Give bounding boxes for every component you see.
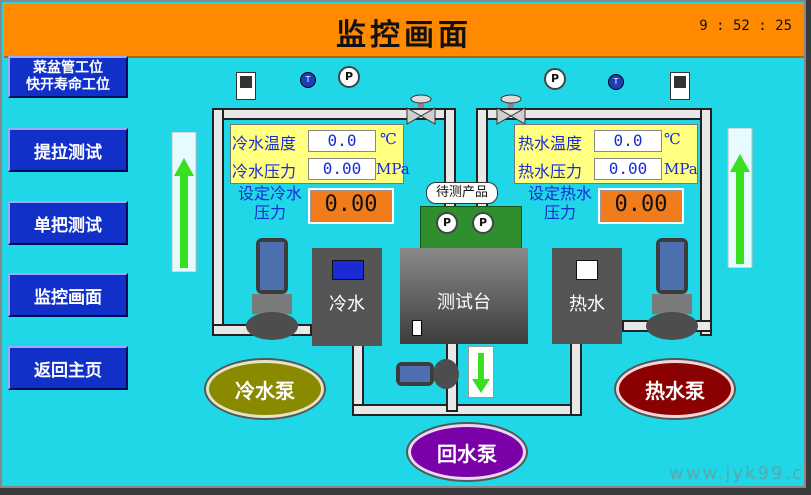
cold-set-pressure-label: 设定冷水 压力 bbox=[230, 184, 310, 222]
cold-pressure-unit: MPa bbox=[376, 160, 410, 178]
hot-motor-icon bbox=[646, 238, 698, 340]
hot-tank-meter-icon bbox=[576, 260, 598, 280]
cold-motor-icon bbox=[246, 238, 298, 340]
hot-set-label-line1: 设定热水 bbox=[527, 184, 592, 203]
pull-test-button[interactable]: 提拉测试 bbox=[8, 128, 128, 172]
pipe-hot-top bbox=[476, 108, 712, 120]
cold-temp-label: 冷水温度 bbox=[232, 134, 297, 153]
product-gauge-right-icon: P bbox=[472, 212, 494, 234]
hot-pressure-label: 热水压力 bbox=[518, 162, 583, 181]
cold-temp-unit: ℃ bbox=[380, 130, 397, 148]
hot-temp-unit: ℃ bbox=[664, 130, 681, 148]
cold-tank-screen-icon bbox=[332, 260, 364, 280]
title-bar: 监控画面 9 : 52 : 25 bbox=[4, 4, 804, 58]
cold-valve-icon[interactable] bbox=[404, 94, 438, 128]
test-bench-indicator-icon bbox=[412, 320, 422, 336]
return-flow-indicator bbox=[468, 346, 494, 398]
hot-set-pressure-label: 设定热水 压力 bbox=[520, 184, 600, 222]
cold-pressure-value: 0.00 bbox=[308, 158, 376, 180]
page-title: 监控画面 bbox=[336, 18, 472, 53]
return-down-arrow-icon bbox=[472, 353, 490, 393]
pipe-cold-top bbox=[214, 108, 454, 120]
pipe-return-left bbox=[352, 342, 364, 416]
hot-temp-value: 0.0 bbox=[594, 130, 662, 152]
cold-flow-up-arrow-icon bbox=[171, 132, 197, 272]
hot-pump-button[interactable]: 热水泵 bbox=[616, 360, 734, 418]
pipe-cold-left bbox=[212, 108, 224, 336]
hot-temperature-sensor-icon: T bbox=[608, 74, 624, 90]
hot-tank-label: 热水 bbox=[569, 294, 605, 315]
hot-flowmeter-icon bbox=[670, 72, 690, 100]
return-motor-icon bbox=[396, 359, 459, 389]
cold-set-label-line1: 设定冷水 bbox=[237, 184, 302, 203]
hot-set-pressure-input[interactable]: 0.00 bbox=[598, 188, 684, 224]
hot-pressure-unit: MPa bbox=[664, 160, 698, 178]
monitor-button[interactable]: 监控画面 bbox=[8, 273, 128, 317]
hot-valve-icon[interactable] bbox=[494, 94, 528, 128]
pipe-return-bottom bbox=[352, 404, 582, 416]
test-bench: 测试台 bbox=[400, 248, 528, 344]
pipe-hot-right bbox=[700, 108, 712, 336]
cold-flowmeter-icon bbox=[236, 72, 256, 100]
test-bench-label: 测试台 bbox=[437, 292, 491, 313]
clock: 9 : 52 : 25 bbox=[699, 18, 792, 34]
station-line-2: 快开寿命工位 bbox=[26, 77, 110, 93]
hot-tank: 热水 bbox=[552, 248, 622, 344]
cold-tank: 冷水 bbox=[312, 248, 382, 346]
product-gauge-left-icon: P bbox=[436, 212, 458, 234]
cold-pump-button[interactable]: 冷水泵 bbox=[206, 360, 324, 418]
product-fixture bbox=[420, 206, 522, 252]
cold-pressure-label: 冷水压力 bbox=[232, 162, 297, 181]
return-pump-button[interactable]: 回水泵 bbox=[408, 424, 526, 480]
product-label: 待测产品 bbox=[426, 182, 498, 204]
hot-pressure-value: 0.00 bbox=[594, 158, 662, 180]
pipe-return-right bbox=[570, 342, 582, 416]
station-select-button[interactable]: 菜盆管工位 快开寿命工位 bbox=[8, 56, 128, 98]
hot-flow-up-arrow-icon bbox=[727, 128, 753, 268]
hot-pressure-gauge-icon: P bbox=[544, 68, 566, 90]
hot-temp-label: 热水温度 bbox=[518, 134, 583, 153]
single-test-button[interactable]: 单把测试 bbox=[8, 201, 128, 245]
hmi-screen: 监控画面 9 : 52 : 25 菜盆管工位 快开寿命工位 提拉测试 单把测试 … bbox=[0, 0, 806, 488]
cold-tank-label: 冷水 bbox=[329, 294, 365, 315]
station-line-1: 菜盆管工位 bbox=[33, 60, 103, 76]
cold-temp-value: 0.0 bbox=[308, 130, 376, 152]
cold-set-pressure-input[interactable]: 0.00 bbox=[308, 188, 394, 224]
home-button[interactable]: 返回主页 bbox=[8, 346, 128, 390]
watermark: www.jyk99.c bbox=[669, 463, 804, 484]
cold-temperature-sensor-icon: T bbox=[300, 72, 316, 88]
hot-set-label-line2: 压力 bbox=[543, 203, 576, 222]
cold-pressure-gauge-icon: P bbox=[338, 66, 360, 88]
cold-set-label-line2: 压力 bbox=[253, 203, 286, 222]
